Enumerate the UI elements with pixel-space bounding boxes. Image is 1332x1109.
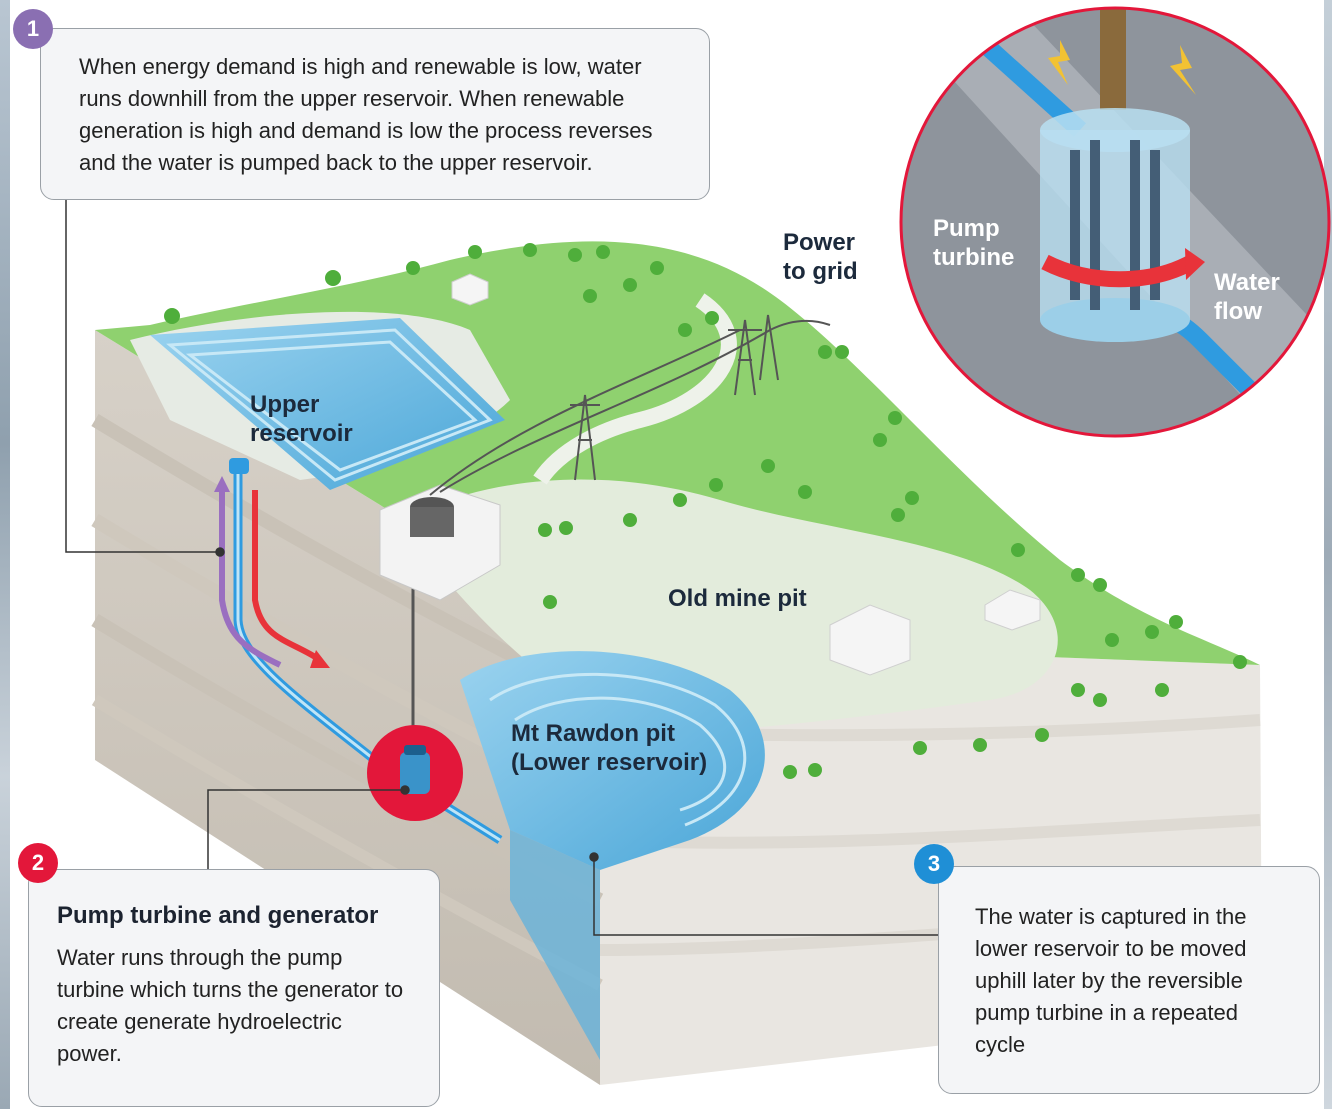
left-edge-backdrop <box>0 0 10 1109</box>
old-mine-pit-label: Old mine pit <box>668 585 807 612</box>
lower-reservoir-label-line1: Mt Rawdon pit <box>511 720 675 747</box>
lower-reservoir-label: Mt Rawdon pit (Lower reservoir) <box>511 719 707 777</box>
water-flow-label: Water flow <box>1214 268 1280 326</box>
trees <box>164 243 1247 779</box>
upper-reservoir <box>150 318 505 490</box>
pump-turbine-label-line1: Pump <box>933 215 1000 242</box>
lower-reservoir <box>460 651 765 1060</box>
pump-turbine-label-line2: turbine <box>933 244 1015 271</box>
step2-callout: Pump turbine and generator Water runs th… <box>28 869 440 1107</box>
upper-reservoir-label-line2: reservoir <box>250 420 353 447</box>
water-flow-label-line1: Water <box>1214 269 1280 296</box>
step1-text: When energy demand is high and renewable… <box>79 54 653 175</box>
step2-title: Pump turbine and generator <box>57 902 379 929</box>
step1-badge: 1 <box>13 9 53 49</box>
step3-text: The water is captured in the lower reser… <box>975 904 1247 1057</box>
turbine-marker <box>367 725 463 821</box>
power-to-grid-label-line2: to grid <box>783 258 858 285</box>
upper-reservoir-label-line1: Upper <box>250 391 320 418</box>
power-to-grid-label: Power to grid <box>783 228 858 286</box>
pump-turbine-label: Pump turbine <box>933 214 1014 272</box>
power-to-grid-label-line1: Power <box>783 229 856 256</box>
step1-callout: When energy demand is high and renewable… <box>40 28 710 200</box>
transmission-towers <box>429 314 831 496</box>
connector-lines <box>65 200 938 936</box>
flow-arrows <box>214 476 330 668</box>
upper-reservoir-label: Upper reservoir <box>250 390 353 448</box>
power-station <box>379 273 1041 676</box>
step3-callout: The water is captured in the lower reser… <box>938 866 1320 1094</box>
step3-badge: 3 <box>914 844 954 884</box>
turbine-inset <box>899 6 1331 438</box>
right-edge-backdrop <box>1324 0 1332 1109</box>
step2-text: Water runs through the pump turbine whic… <box>57 945 404 1066</box>
water-flow-label-line2: flow <box>1214 298 1262 325</box>
lower-reservoir-label-line2: (Lower reservoir) <box>511 749 708 776</box>
step2-badge: 2 <box>18 843 58 883</box>
